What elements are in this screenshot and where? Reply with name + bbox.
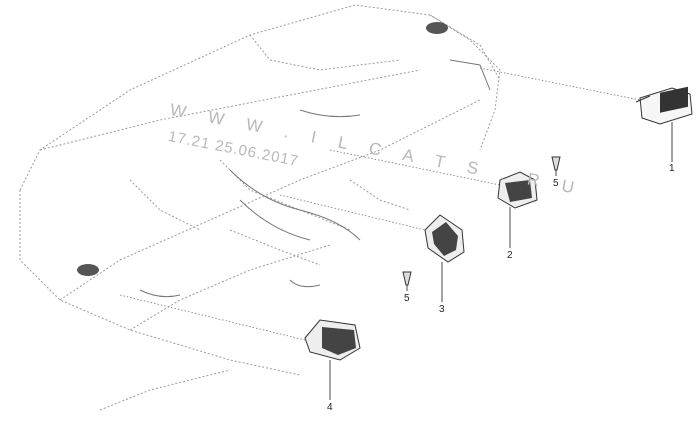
air-vent-2-icon <box>497 171 538 209</box>
callout-5a: 5 <box>553 178 559 189</box>
air-vent-1-icon <box>635 86 693 125</box>
callout-2: 2 <box>507 250 513 261</box>
dashboard-details <box>139 59 491 298</box>
side-defroster-vent-icon <box>77 264 99 276</box>
clip-5a-icon <box>551 156 561 171</box>
defroster-vent-icon <box>426 22 448 34</box>
air-vent-4-icon <box>304 319 361 361</box>
dashboard-outline <box>19 4 501 411</box>
callout-3: 3 <box>439 304 445 315</box>
callout-1: 1 <box>669 163 675 174</box>
callout-lines <box>329 122 673 400</box>
air-vent-3-icon <box>424 214 465 263</box>
leader-lines <box>119 67 641 341</box>
callout-4: 4 <box>327 402 333 413</box>
callout-5b: 5 <box>404 293 410 304</box>
clip-5b-icon <box>402 271 412 286</box>
